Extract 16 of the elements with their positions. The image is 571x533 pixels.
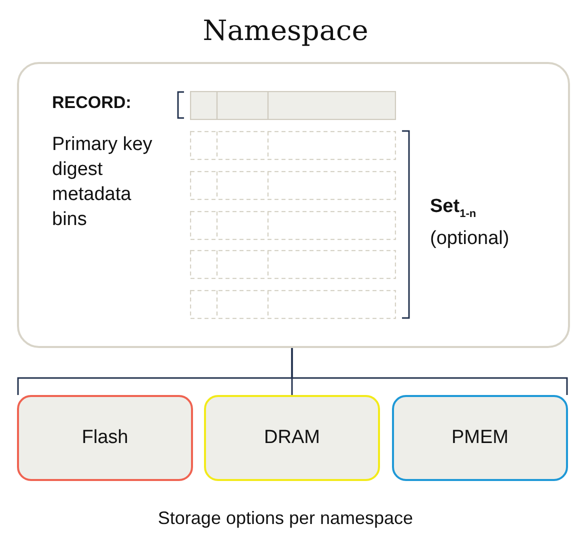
namespace-heading: Namespace: [202, 14, 370, 47]
storage-box: DRAM: [204, 395, 380, 481]
field-list: Primary key digest metadata bins: [52, 132, 164, 232]
record-outline: [190, 250, 396, 279]
record-outline: [190, 171, 396, 200]
set-label: Set$_{1-n}$: [430, 196, 476, 220]
record-bar: [190, 91, 396, 120]
storage-box: PMEM: [392, 395, 568, 481]
record-outline: [190, 131, 396, 160]
storage-box: Flash: [17, 395, 193, 481]
caption: Storage options per namespace: [156, 508, 414, 529]
record-label: RECORD:: [52, 93, 132, 113]
optional-note: (optional): [430, 228, 510, 250]
record-outline: [190, 290, 396, 319]
record-outline: [190, 211, 396, 240]
connector-line: [291, 348, 568, 395]
